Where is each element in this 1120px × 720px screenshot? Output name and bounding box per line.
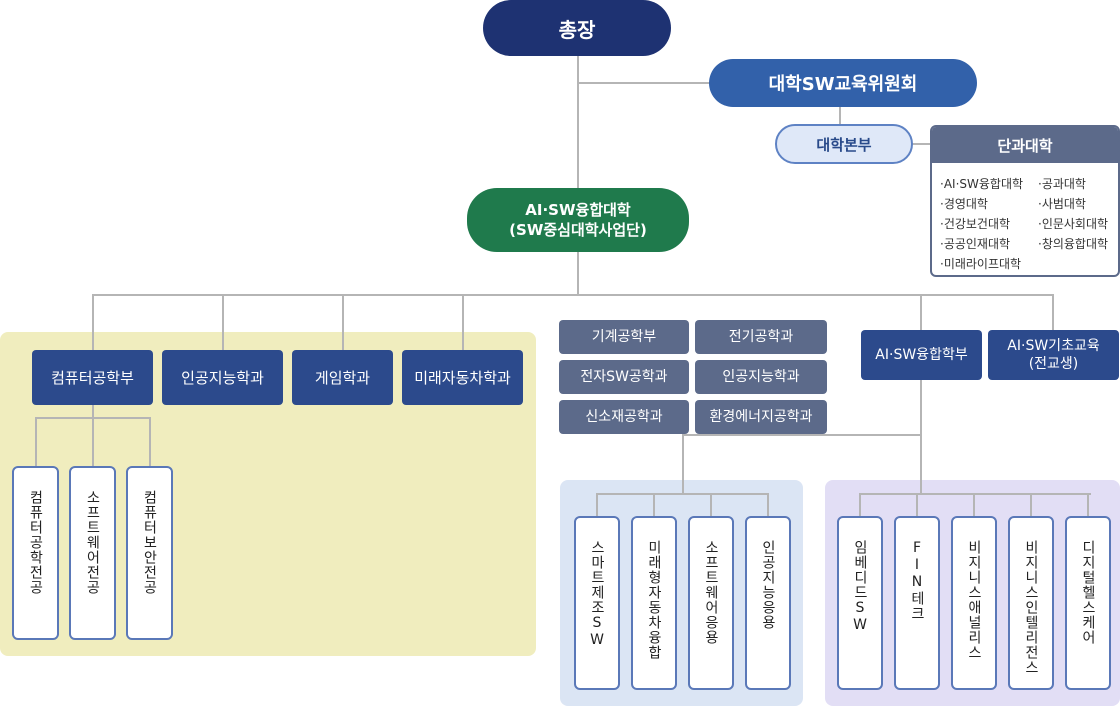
college-item: ·공과대학 xyxy=(1038,177,1086,191)
connector xyxy=(596,493,769,495)
college-item: ·창의융합대학 xyxy=(1038,237,1109,251)
connector xyxy=(682,434,922,436)
major-card: 소프트웨어전공 xyxy=(69,466,116,640)
ai-sw-college-node: AI·SW융합대학 (SW중심대학사업단) xyxy=(467,188,689,252)
major-card: FIN테크 xyxy=(894,516,940,690)
colleges-box: 단과대학 ·AI·SW융합대학 ·공과대학 ·경영대학 ·사범대학 ·건강보건대… xyxy=(930,125,1120,277)
connector xyxy=(1052,294,1054,331)
major-card: 스마트제조SW xyxy=(574,516,620,690)
connector xyxy=(839,106,841,126)
major-computer-engineering: 컴퓨터공학전공 xyxy=(27,490,44,595)
connector xyxy=(916,493,918,517)
dept-ai-sw-basic-education: AI·SW기초교육 (전교생) xyxy=(988,330,1119,380)
major-future-vehicle-fusion: 미래형자동차융합 xyxy=(646,540,662,660)
connector xyxy=(222,294,224,351)
sw-committee-node: 대학SW교육위원회 xyxy=(709,59,977,107)
connector xyxy=(35,417,37,467)
connector xyxy=(92,294,94,351)
dept-environmental-energy: 환경에너지공학과 xyxy=(695,400,827,434)
college-item: ·인문사회대학 xyxy=(1038,217,1109,231)
major-software: 소프트웨어전공 xyxy=(84,490,101,595)
connector xyxy=(577,55,579,190)
colleges-list: ·AI·SW융합대학 ·공과대학 ·경영대학 ·사범대학 ·건강보건대학 ·인문… xyxy=(932,163,1118,273)
major-card: 미래형자동차융합 xyxy=(631,516,677,690)
major-business-intelligence: 비지니스인텔리전스 xyxy=(1023,540,1039,675)
college-item: ·경영대학 xyxy=(940,197,988,211)
college-item: ·사범대학 xyxy=(1038,197,1086,211)
connector xyxy=(859,493,861,517)
president-node: 총장 xyxy=(483,0,671,56)
connector xyxy=(920,380,922,435)
dept-electrical: 전기공학과 xyxy=(695,320,827,354)
dept-artificial-intelligence: 인공지능학과 xyxy=(162,350,283,405)
connector xyxy=(92,417,94,467)
major-card: 디지털헬스케어 xyxy=(1065,516,1111,690)
connector xyxy=(92,404,94,418)
connector xyxy=(653,493,655,517)
major-software-application: 소프트웨어응용 xyxy=(703,540,719,645)
connector xyxy=(577,250,579,295)
connector xyxy=(342,294,344,351)
connector xyxy=(1030,493,1032,517)
major-business-analytics: 비지니스애널리스 xyxy=(966,540,982,660)
major-card: 임베디드SW xyxy=(837,516,883,690)
college-item: ·미래라이프대학 xyxy=(940,257,1022,271)
connector xyxy=(710,493,712,517)
ai-sw-college-name: AI·SW융합대학 xyxy=(525,201,631,219)
connector xyxy=(596,493,598,517)
university-hq-node: 대학본부 xyxy=(775,124,913,164)
major-card: 비지니스인텔리전스 xyxy=(1008,516,1054,690)
major-card: 컴퓨터공학전공 xyxy=(12,466,59,640)
connector xyxy=(973,493,975,517)
connector xyxy=(462,294,464,351)
dept-future-automobile: 미래자동차학과 xyxy=(402,350,523,405)
major-card: 컴퓨터보안전공 xyxy=(126,466,173,640)
major-digital-healthcare: 디지털헬스케어 xyxy=(1080,540,1096,645)
major-card: 소프트웨어응용 xyxy=(688,516,734,690)
connector xyxy=(767,493,769,517)
colleges-title: 단과대학 xyxy=(932,127,1118,163)
connector xyxy=(1087,493,1089,517)
dept-new-materials: 신소재공학과 xyxy=(559,400,689,434)
dept-electronic-sw: 전자SW공학과 xyxy=(559,360,689,394)
connector xyxy=(149,417,151,467)
connector xyxy=(92,294,1054,296)
connector xyxy=(920,434,922,494)
ai-sw-college-subtitle: (SW중심대학사업단) xyxy=(509,221,647,239)
college-item: ·건강보건대학 xyxy=(940,217,1011,231)
dept-mechanical: 기계공학부 xyxy=(559,320,689,354)
major-fintech: FIN테크 xyxy=(909,540,925,621)
dept-ai-sw-fusion: AI·SW융합학부 xyxy=(861,330,982,380)
major-smart-manufacturing-sw: 스마트제조SW xyxy=(589,540,605,649)
college-item: ·AI·SW융합대학 xyxy=(940,177,1024,191)
major-ai-application: 인공지능응용 xyxy=(760,540,776,630)
major-card: 인공지능응용 xyxy=(745,516,791,690)
major-embedded-sw: 임베디드SW xyxy=(852,540,868,634)
connector xyxy=(910,143,932,145)
major-card: 비지니스애널리스 xyxy=(951,516,997,690)
college-item: ·공공인재대학 xyxy=(940,237,1011,251)
connector xyxy=(859,493,1091,495)
major-computer-security: 컴퓨터보안전공 xyxy=(141,490,158,595)
dept-ai-2: 인공지능학과 xyxy=(695,360,827,394)
connector xyxy=(920,294,922,331)
connector xyxy=(578,82,712,84)
dept-game: 게임학과 xyxy=(292,350,393,405)
connector xyxy=(682,434,684,494)
dept-computer-engineering: 컴퓨터공학부 xyxy=(32,350,153,405)
